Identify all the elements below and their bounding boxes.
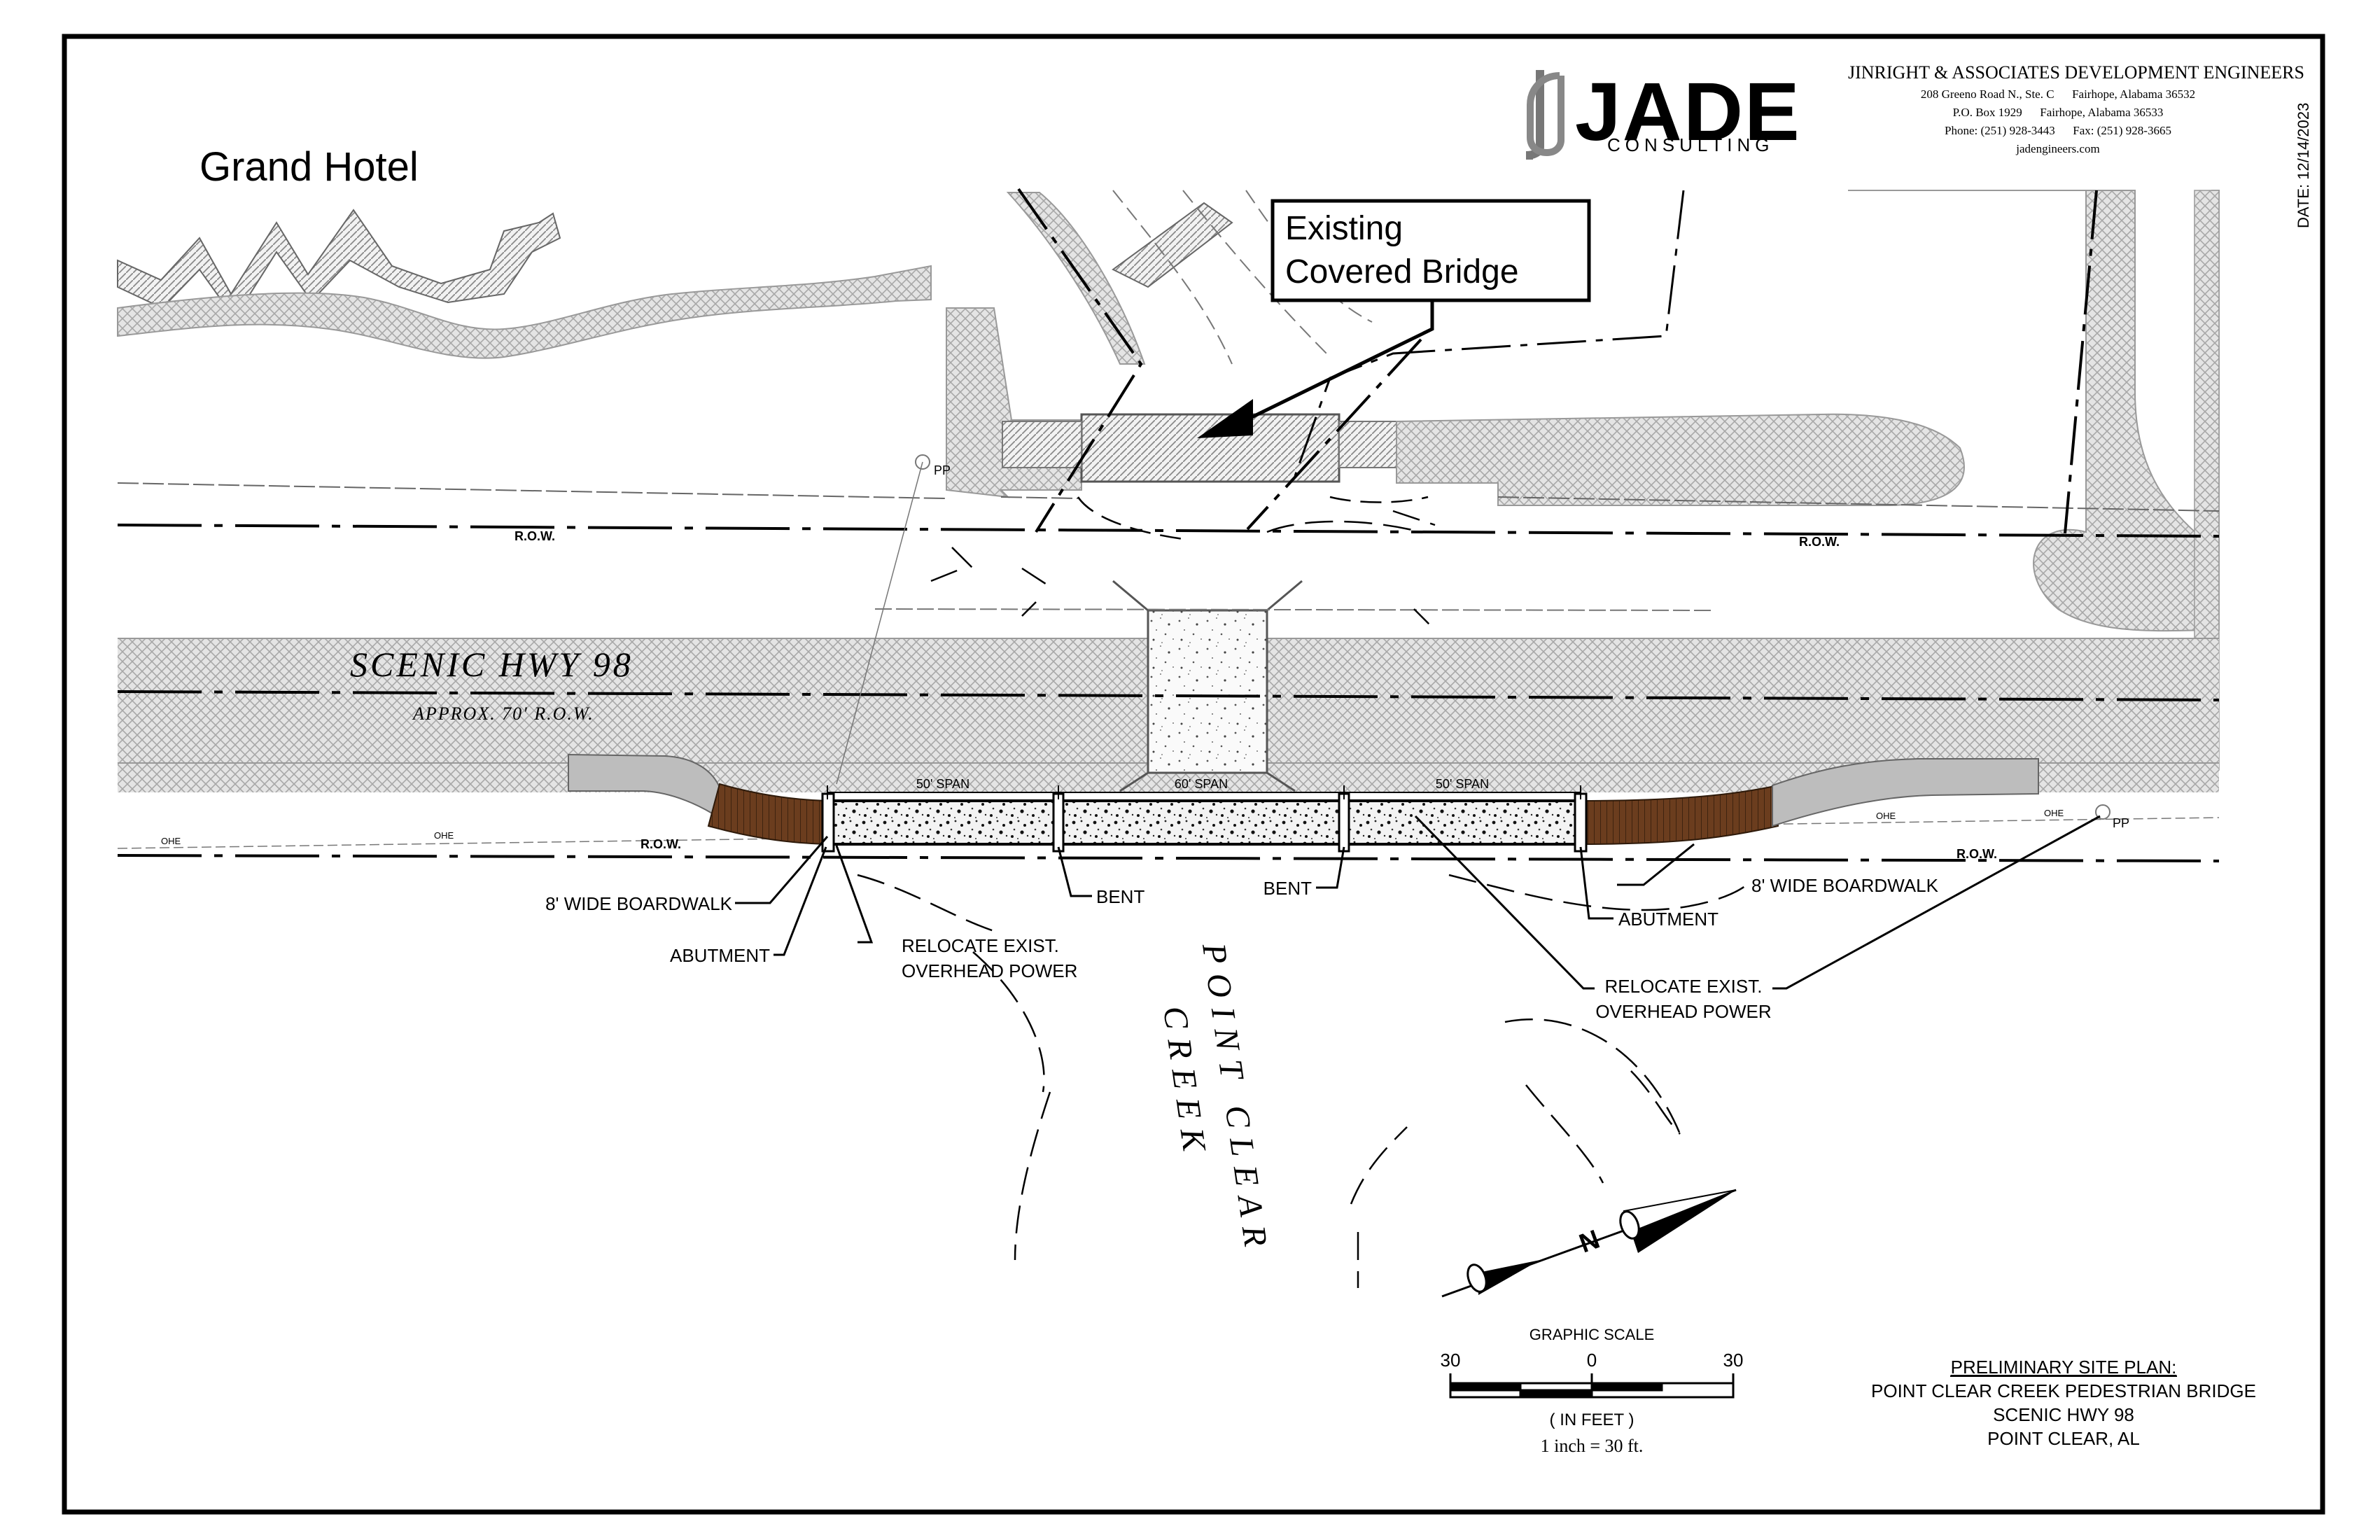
callout-line2: Covered Bridge <box>1285 253 1519 290</box>
creek-bank-west <box>857 547 1051 1261</box>
scale-left-value: 30 <box>1441 1350 1461 1371</box>
north-letter: N <box>1576 1225 1604 1259</box>
scale-mid-value: 0 <box>1587 1350 1597 1371</box>
row-line-south <box>117 854 2220 862</box>
firm-phone: Phone: (251) 928-3443 Fax: (251) 928-366… <box>1945 124 2171 137</box>
scale-bar <box>1449 1373 1735 1399</box>
title-block-title: PRELIMINARY SITE PLAN: <box>1951 1357 2177 1378</box>
relocate-label-west-1: RELOCATE EXIST. <box>902 935 1059 956</box>
boardwalk-label-east: 8' WIDE BOARDWALK <box>1751 875 1939 896</box>
title-block-line1: POINT CLEAR CREEK PEDESTRIAN BRIDGE <box>1871 1380 2256 1401</box>
property-line-north-c <box>1294 190 1685 477</box>
logo-letters: JADE <box>1575 66 1801 158</box>
ohe-tag-3: OHE <box>1876 811 1896 821</box>
abutment-label-west: ABUTMENT <box>670 945 770 966</box>
callout-box <box>1270 199 1591 302</box>
bridge-span-3 <box>1343 799 1582 846</box>
bridge-span-1 <box>826 799 1060 846</box>
abutment-east <box>1574 792 1588 853</box>
bent-label-east: BENT <box>1264 878 1312 899</box>
creek-bank-east <box>1266 510 1751 1288</box>
north-arrow-icon <box>1441 1189 1737 1298</box>
row-tag-north-right: R.O.W. <box>1799 535 1840 549</box>
highway-pavement <box>118 638 2219 763</box>
logo-subtitle: CONSULTING <box>1607 134 1774 155</box>
row-tag-south-right: R.O.W. <box>1956 847 1997 861</box>
creek-label-line1: POINT CLEAR <box>1195 940 1275 1258</box>
date-label: DATE: 12/14/2023 <box>2295 103 2312 228</box>
fence-line-north <box>117 482 2220 512</box>
relocate-label-east-1: RELOCATE EXIST. <box>1605 976 1763 997</box>
firm-website: jadengineers.com <box>2015 142 2099 155</box>
firm-address-1: 208 Greeno Road N., Ste. C Fairhope, Ala… <box>1921 88 2195 101</box>
row-tag-south-left: R.O.W. <box>640 837 681 851</box>
power-pole-south-tag: PP <box>2113 816 2129 830</box>
scale-units: ( IN FEET ) <box>1550 1410 1634 1429</box>
bent-east <box>1338 792 1350 853</box>
hotel-walkway <box>117 265 932 359</box>
power-pole-north-tag: PP <box>934 463 951 477</box>
sheet-border <box>62 34 2325 1515</box>
highway-centerline <box>117 690 2220 701</box>
highway-culvert <box>1147 609 1268 774</box>
boardwalk-west-brown <box>707 783 827 846</box>
ohe-tag-1: OHE <box>161 836 181 846</box>
place-label: Grand Hotel <box>200 144 419 190</box>
highway-row-note: APPROX. 70' R.O.W. <box>412 704 594 724</box>
title-block-line2: SCENIC HWY 98 <box>1993 1404 2134 1425</box>
span-label-2: 60' SPAN <box>1175 777 1228 791</box>
span-label-1: 50' SPAN <box>916 777 969 791</box>
firm-name: JINRIGHT & ASSOCIATES DEVELOPMENT ENGINE… <box>1848 62 2304 83</box>
scale-ratio: 1 inch = 30 ft. <box>1541 1436 1644 1456</box>
abutment-label-east: ABUTMENT <box>1618 909 1718 930</box>
title-block-line3: POINT CLEAR, AL <box>1987 1428 2140 1449</box>
ohe-tag-2: OHE <box>434 830 454 841</box>
boardwalk-label-west: 8' WIDE BOARDWALK <box>545 893 733 914</box>
ohe-tag-4: OHE <box>2044 808 2064 818</box>
scale-title: GRAPHIC SCALE <box>1530 1326 1655 1343</box>
bent-west <box>1052 792 1065 853</box>
abutment-west <box>821 792 835 853</box>
relocate-label-west-2: OVERHEAD POWER <box>902 960 1077 981</box>
property-line-north-a <box>1017 188 1143 533</box>
jade-logo-mark <box>1525 70 1564 160</box>
north-drive-right <box>1848 190 2220 632</box>
fence-line-creek <box>874 608 1716 611</box>
north-dock-stripe <box>1112 202 1233 288</box>
bridge-approach-right <box>1338 421 1397 468</box>
firm-address-2: P.O. Box 1929 Fairhope, Alabama 36533 <box>1953 106 2164 119</box>
annotation-leaders <box>735 815 2101 990</box>
span-dimension-line <box>827 785 1581 799</box>
row-tag-north-left: R.O.W. <box>514 529 555 543</box>
boardwalk-east-brown <box>1579 784 1779 846</box>
bridge-approach-left <box>1002 421 1082 468</box>
power-pole-south-icon <box>2095 804 2110 820</box>
boardwalk-east-gray <box>1772 758 2039 827</box>
scale-right-value: 30 <box>1723 1350 1744 1371</box>
power-pole-north-icon <box>915 454 930 470</box>
property-line-north-d <box>2064 190 2098 534</box>
north-lawn-right <box>1396 413 1965 506</box>
creek-label-line2: CREEK <box>1156 1004 1214 1163</box>
north-creek-banks <box>1021 496 1436 631</box>
span-label-3: 50' SPAN <box>1436 777 1489 791</box>
callout-line1: Existing <box>1285 210 1403 247</box>
boardwalk-west-gray <box>568 753 722 820</box>
row-line-north <box>117 524 2220 538</box>
contour-line-north <box>1112 190 1373 365</box>
overhead-power-diagonal <box>836 461 923 785</box>
property-line-north-b <box>1246 338 1422 531</box>
north-lawn-left <box>946 307 1082 498</box>
callout-leader <box>1245 300 1434 422</box>
bent-label-west: BENT <box>1096 886 1144 907</box>
callout-arrowhead <box>1197 399 1253 438</box>
relocate-label-east-2: OVERHEAD POWER <box>1595 1001 1771 1022</box>
bridge-span-2 <box>1057 799 1345 846</box>
highway-name: SCENIC HWY 98 <box>350 645 634 684</box>
